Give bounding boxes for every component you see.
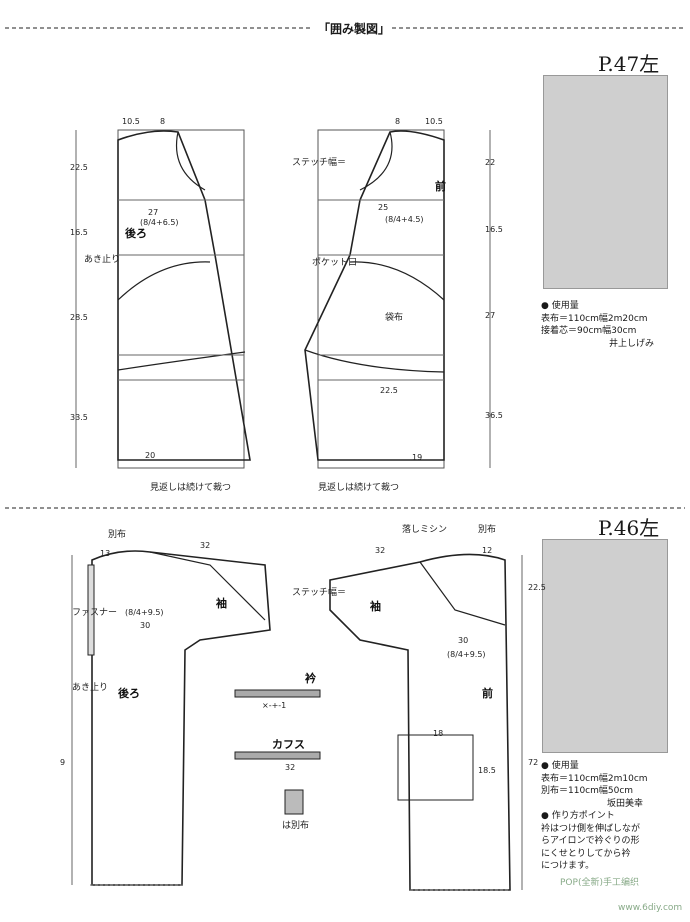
opening-label-1: あき止り: [84, 253, 120, 265]
materials-heading: ● 使用量: [541, 761, 579, 771]
separate-fabric-swatch: [284, 789, 304, 815]
dim: 36.5: [485, 411, 503, 420]
materials-1: ● 使用量 表布＝110cm幅2m20cm 接着芯＝90cm幅30cm 井上しげ…: [541, 300, 654, 350]
dim: 22: [485, 158, 495, 167]
dim: 25: [378, 203, 388, 212]
author: 井上しげみ: [608, 338, 654, 349]
dim: 10.5: [425, 117, 443, 126]
zipper-label: ファスナー: [72, 607, 117, 618]
dim: 18: [433, 729, 443, 738]
back-label-1: 後ろ: [125, 226, 147, 240]
dim: 16.5: [485, 225, 503, 234]
page-ref-p46: P.46左: [598, 516, 660, 540]
front-label-1: 前: [435, 179, 446, 193]
separate-fabric-label-back: 別布: [108, 528, 126, 540]
cuffs-dim: 32: [285, 763, 295, 772]
material-line: 別布＝110cm幅50cm: [541, 786, 634, 796]
dim: 20: [145, 451, 155, 460]
collar-label: 衿: [305, 671, 316, 685]
facing-note-front: 見返しは続けて裁つ: [318, 481, 399, 493]
dim: 30: [458, 636, 468, 645]
dim: (8/4+9.5): [447, 650, 486, 659]
pocket-label: ポケット口: [312, 257, 357, 268]
dim: 12: [482, 546, 492, 555]
point-line: にくせとりしてから衿: [541, 848, 631, 859]
dim: 30: [140, 621, 150, 630]
watermark: POP(全新)手工编织: [560, 876, 639, 888]
point-line: らアイロンで衿ぐりの形: [541, 836, 640, 846]
sleeve-label-front: 袖: [370, 599, 381, 613]
back-bodice-pattern: [75, 129, 251, 469]
author: 坂田美幸: [606, 798, 643, 809]
separate-note: は別布: [282, 819, 309, 831]
front-bodice-pattern: [304, 129, 491, 469]
dim: 9: [60, 758, 65, 767]
collar-piece: [234, 689, 321, 698]
point-line: につけます。: [541, 861, 595, 871]
materials-heading: ● 使用量: [541, 301, 579, 311]
material-line: 接着芯＝90cm幅30cm: [541, 326, 637, 336]
stitch-width-label-1: ステッチ幅＝: [292, 156, 346, 168]
pocket-bag-label: 袋布: [385, 311, 403, 323]
dim: 22.5: [70, 163, 88, 172]
facing-note-back: 見返しは続けて裁つ: [150, 481, 231, 493]
separate-fabric-label-front: 別布: [478, 523, 496, 535]
collar-dim: ×-+-1: [262, 701, 286, 710]
material-line: 表布＝110cm幅2m10cm: [541, 773, 648, 784]
cuffs-label: カフス: [272, 738, 305, 751]
model-photo-2: [542, 539, 668, 753]
dim: 32: [375, 546, 385, 555]
dim: (8/4+6.5): [140, 218, 179, 227]
back-dress-pattern: [71, 550, 271, 886]
stitch-width-label-2: ステッチ幅＝: [292, 586, 346, 598]
cuff-piece: [234, 751, 321, 760]
dim: 22.5: [380, 386, 398, 395]
dim: 8: [160, 117, 165, 126]
front-dress-pattern: [329, 553, 523, 891]
dim: 32: [200, 541, 210, 550]
points-heading: ● 作り方ポイント: [541, 811, 615, 821]
front-label-2: 前: [482, 686, 493, 700]
dim: 72: [528, 758, 538, 767]
dim: 8: [395, 117, 400, 126]
material-line: 表布＝110cm幅2m20cm: [541, 313, 648, 324]
dim: (8/4+9.5): [125, 608, 164, 617]
dim: 16.5: [70, 228, 88, 237]
dim: 18.5: [478, 766, 496, 775]
page-title: 「囲み製図」: [318, 22, 391, 36]
watermark-site: www.6diy.com: [618, 903, 682, 913]
dim: 27: [148, 208, 158, 217]
dim: 28.5: [70, 313, 88, 322]
opening-label-2: あき止り: [72, 681, 108, 693]
dim: 19: [412, 453, 422, 462]
point-line: 衿はつけ側を伸ばしなが: [541, 823, 641, 834]
model-photo-1: [543, 75, 668, 289]
sleeve-label-back: 袖: [216, 596, 227, 610]
dim: 22.5: [528, 583, 546, 592]
dim: 27: [485, 311, 495, 320]
back-label-2: 後ろ: [118, 686, 140, 700]
dim: (8/4+4.5): [385, 215, 424, 224]
materials-2: ● 使用量 表布＝110cm幅2m10cm 別布＝110cm幅50cm 坂田美幸…: [541, 760, 648, 873]
dim: 33.5: [70, 413, 88, 422]
dim: 13: [100, 549, 110, 558]
drop-stitch-label: 落しミシン: [402, 523, 447, 535]
dim: 10.5: [122, 117, 140, 126]
page-ref-p47: P.47左: [598, 52, 660, 76]
